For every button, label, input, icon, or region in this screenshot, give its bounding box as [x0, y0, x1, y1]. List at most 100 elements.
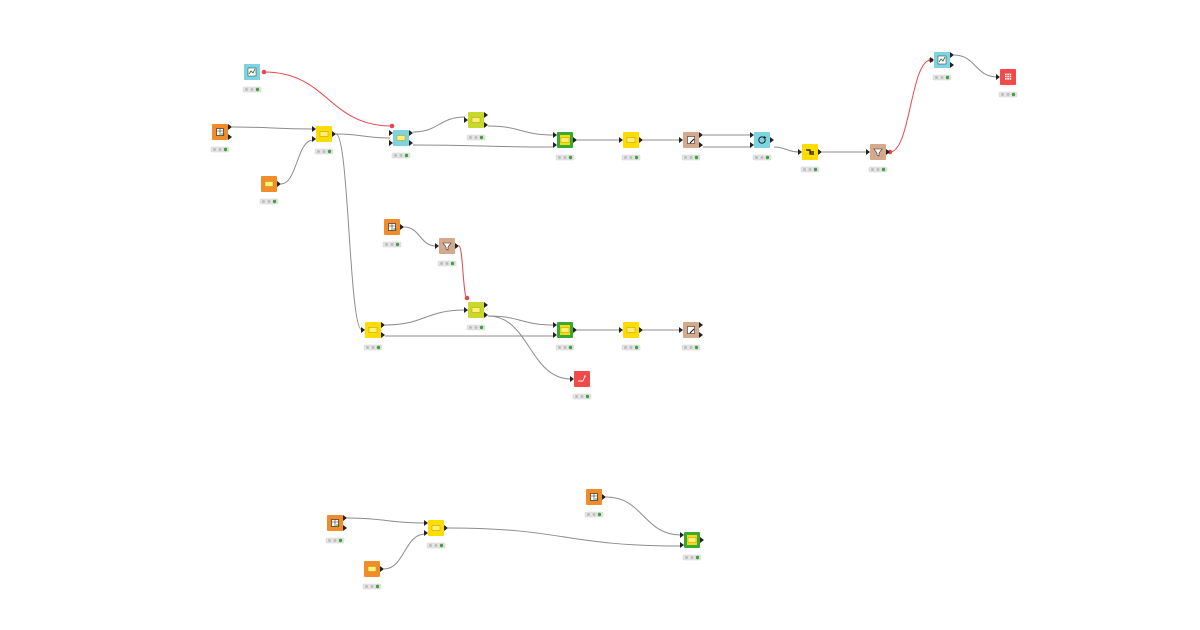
- output-port[interactable]: [409, 130, 413, 136]
- workflow-node[interactable]: [679, 132, 703, 161]
- workflow-node[interactable]: [679, 322, 703, 351]
- workflow-node[interactable]: [798, 144, 822, 173]
- input-port[interactable]: [553, 132, 557, 138]
- input-port[interactable]: [679, 137, 683, 143]
- input-port[interactable]: [679, 327, 683, 333]
- input-port[interactable]: [312, 126, 316, 132]
- data-connection[interactable]: [412, 116, 466, 133]
- workflow-node[interactable]: [325, 515, 347, 544]
- input-port[interactable]: [798, 149, 802, 155]
- workflow-node[interactable]: [362, 561, 384, 590]
- workflow-node[interactable]: [361, 322, 385, 351]
- input-port[interactable]: [389, 130, 393, 136]
- output-port[interactable]: [444, 525, 448, 531]
- input-port[interactable]: [619, 327, 623, 333]
- flow-variable-port[interactable]: [464, 295, 470, 301]
- output-port[interactable]: [332, 131, 336, 137]
- workflow-node[interactable]: [464, 112, 488, 141]
- data-connection[interactable]: [383, 533, 426, 570]
- input-port[interactable]: [464, 117, 468, 123]
- input-port[interactable]: [312, 136, 316, 142]
- output-port[interactable]: [699, 142, 703, 148]
- data-connection[interactable]: [487, 315, 555, 326]
- output-port[interactable]: [886, 149, 890, 155]
- output-port[interactable]: [700, 537, 704, 543]
- input-port[interactable]: [750, 142, 754, 148]
- input-port[interactable]: [553, 142, 557, 148]
- data-connection[interactable]: [335, 133, 391, 139]
- data-connection[interactable]: [346, 517, 426, 524]
- workflow-node[interactable]: [382, 219, 404, 248]
- output-port[interactable]: [639, 137, 643, 143]
- output-port[interactable]: [381, 332, 385, 338]
- data-connection[interactable]: [403, 226, 437, 247]
- output-port[interactable]: [484, 122, 488, 128]
- input-port[interactable]: [553, 332, 557, 338]
- flow-variable-port[interactable]: [261, 69, 267, 75]
- output-port[interactable]: [699, 322, 703, 328]
- workflow-node[interactable]: [312, 126, 336, 155]
- data-connection[interactable]: [280, 139, 314, 185]
- input-port[interactable]: [464, 307, 468, 313]
- input-port[interactable]: [570, 376, 574, 382]
- workflow-node[interactable]: [259, 176, 281, 205]
- input-port[interactable]: [680, 542, 684, 548]
- output-port[interactable]: [573, 327, 577, 333]
- output-port[interactable]: [950, 52, 954, 58]
- data-connection[interactable]: [335, 133, 363, 331]
- output-port[interactable]: [381, 322, 385, 328]
- data-connection[interactable]: [447, 527, 682, 547]
- workflow-node[interactable]: [996, 69, 1018, 98]
- workflow-node[interactable]: [435, 238, 459, 267]
- data-connection[interactable]: [384, 309, 466, 326]
- workflow-node[interactable]: [242, 64, 262, 93]
- workflow-node[interactable]: [584, 489, 606, 518]
- workflow-node[interactable]: [680, 532, 704, 561]
- output-port[interactable]: [455, 243, 459, 249]
- output-port[interactable]: [484, 112, 488, 118]
- workflow-node[interactable]: [553, 132, 577, 161]
- input-port[interactable]: [389, 140, 393, 146]
- node-body[interactable]: [574, 371, 590, 387]
- flow-variable-connection[interactable]: [889, 59, 932, 153]
- input-port[interactable]: [750, 132, 754, 138]
- workflow-node[interactable]: [464, 302, 488, 331]
- workflow-node[interactable]: [424, 520, 448, 549]
- workflow-node[interactable]: [389, 130, 413, 159]
- input-port[interactable]: [553, 322, 557, 328]
- data-connection[interactable]: [605, 496, 682, 536]
- output-port[interactable]: [950, 62, 954, 68]
- workflow-node[interactable]: [930, 52, 954, 81]
- output-port[interactable]: [484, 302, 488, 308]
- output-port[interactable]: [343, 525, 347, 531]
- output-port[interactable]: [400, 224, 404, 230]
- input-port[interactable]: [619, 137, 623, 143]
- output-port[interactable]: [699, 332, 703, 338]
- workflow-node[interactable]: [553, 322, 577, 351]
- workflow-node[interactable]: [619, 132, 643, 161]
- input-port[interactable]: [424, 530, 428, 536]
- data-connection[interactable]: [953, 54, 998, 78]
- output-port[interactable]: [818, 149, 822, 155]
- workflow-node[interactable]: [619, 322, 643, 351]
- flow-variable-connection[interactable]: [458, 245, 468, 299]
- flow-variable-port[interactable]: [389, 123, 395, 129]
- output-port[interactable]: [770, 137, 774, 143]
- output-port[interactable]: [409, 140, 413, 146]
- output-port[interactable]: [639, 327, 643, 333]
- input-port[interactable]: [435, 243, 439, 249]
- workflow-node[interactable]: [210, 124, 232, 153]
- data-connection[interactable]: [773, 146, 800, 153]
- input-port[interactable]: [866, 149, 870, 155]
- workflow-node[interactable]: [570, 371, 592, 400]
- input-port[interactable]: [424, 520, 428, 526]
- output-port[interactable]: [228, 124, 232, 130]
- data-connection[interactable]: [231, 126, 314, 130]
- input-port[interactable]: [680, 532, 684, 538]
- workflow-node[interactable]: [750, 132, 774, 161]
- output-port[interactable]: [277, 181, 281, 187]
- node-body[interactable]: [754, 132, 770, 148]
- input-port[interactable]: [996, 74, 1000, 80]
- output-port[interactable]: [343, 515, 347, 521]
